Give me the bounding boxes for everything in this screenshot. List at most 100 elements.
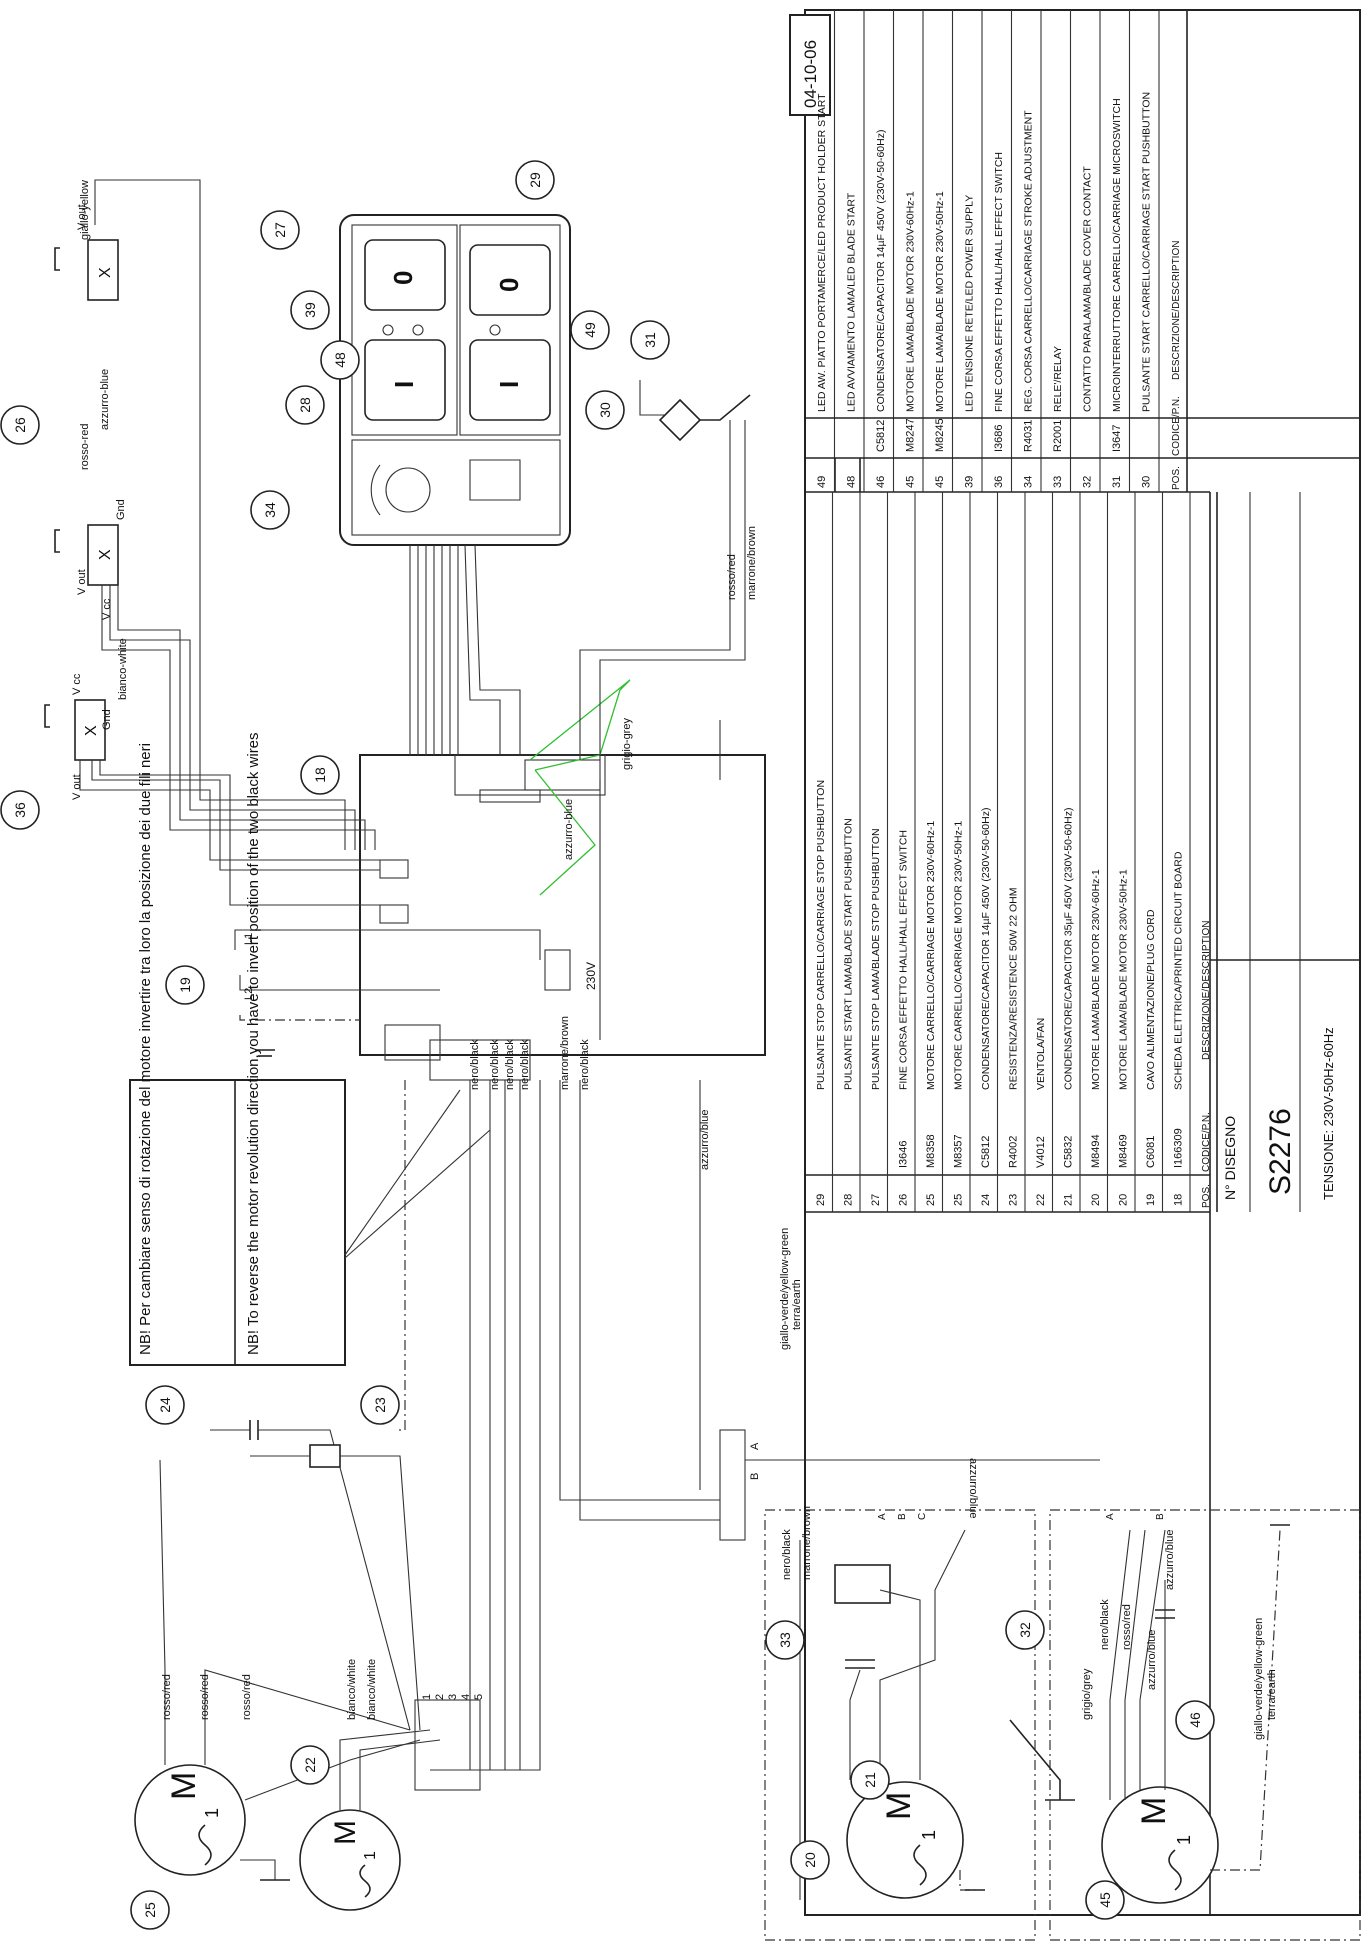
- nero-black-1: nero/black: [469, 1039, 481, 1090]
- earth-45b: terra/earth: [1266, 1669, 1278, 1720]
- callout-49: [570, 310, 610, 350]
- lower-table-row-code: V4012: [1035, 1136, 1047, 1168]
- lower-table-row-desc: RESISTENZA/RESISTENCE 50W 22 OHM: [1008, 888, 1020, 1090]
- callout-33-label: 33: [777, 1632, 793, 1648]
- callout-22: [290, 1745, 330, 1785]
- hall-sensor-26: X X giallo-yellow rosso-red azzurro-blue…: [54, 179, 376, 850]
- upper-table-row-code: I3686: [993, 424, 1005, 452]
- upper-table-row-pos: 45: [934, 476, 946, 488]
- term-a-20: A: [877, 1513, 888, 1520]
- callout-36: [0, 790, 40, 830]
- capacitor-24-resistor-23: [210, 1420, 421, 1731]
- azzurro-blue-45b: azzurro/blue: [1164, 1529, 1176, 1590]
- giallo-yellow-label: giallo-yellow: [79, 180, 91, 240]
- lower-table-row-desc: MOTORE CARRELLO/CARRIAGE MOTOR 230V-60Hz…: [925, 821, 937, 1090]
- upper-table-row-desc: CONDENSATORE/CAPACITOR 14µF 450V (230V-5…: [875, 130, 887, 412]
- callout-29: [515, 160, 555, 200]
- callout-45: [1085, 1880, 1125, 1920]
- drawing-no: S2276: [1264, 1108, 1297, 1195]
- lower-table-row-code: C6081: [1145, 1136, 1157, 1168]
- upper-table-row-pos: 32: [1082, 476, 1094, 488]
- upper-table-row-pos: 33: [1052, 476, 1064, 488]
- upper-table-row-desc: PULSANTE START CARRELLO/CARRIAGE START P…: [1141, 92, 1153, 412]
- marrone-brown-1: marrone/brown: [559, 1016, 571, 1090]
- upper-table-row-code: M8245: [934, 418, 946, 452]
- carriage-stop-button[interactable]: [469, 244, 551, 316]
- blade-start-button[interactable]: [364, 339, 446, 421]
- callout-32-label: 32: [1017, 1622, 1033, 1638]
- control-panel: 0 I 0 I: [339, 214, 571, 546]
- led-blade: [412, 324, 424, 336]
- lower-table-row-pos: 20: [1118, 1194, 1130, 1206]
- upper-table-row-code: I3647: [1111, 424, 1123, 452]
- note-english: NB! To reverse the motor revolution dire…: [245, 732, 262, 1355]
- lower-table-row-pos: 25: [925, 1194, 937, 1206]
- nero-black-5: nero/black: [579, 1039, 591, 1090]
- upper-table-row-pos: 45: [905, 476, 917, 488]
- carriage-start-button[interactable]: [469, 339, 551, 421]
- notes-box: NB! Per cambiare senso di rotazione del …: [129, 732, 491, 1366]
- led-carriage: [489, 324, 501, 336]
- callout-29-label: 29: [527, 172, 543, 188]
- bianco-white-22a: bianco/white: [346, 1659, 358, 1720]
- callout-20: [790, 1840, 830, 1880]
- callout-23: [360, 1385, 400, 1425]
- upper-table-row-code: C5812: [875, 420, 887, 452]
- callout-30-label: 30: [597, 402, 613, 418]
- upper-table-header-desc: DESCRIZIONE/DESCRIPTION: [1171, 241, 1182, 380]
- option-box-45: M 1 grigio/grey nero/black rosso/red azz…: [1049, 1509, 1361, 1941]
- lower-table-row-desc: PULSANTE STOP LAMA/BLADE STOP PUSHBUTTON: [870, 828, 882, 1090]
- lower-table-row-pos: 20: [1090, 1194, 1102, 1206]
- led-power: [382, 324, 394, 336]
- upper-table-row-desc: REG. CORSA CARRELLO/CARRIAGE STROKE ADJU…: [1023, 110, 1035, 412]
- callout-18: [300, 755, 340, 795]
- pcb-230v-label: 230V: [584, 962, 598, 990]
- plug-cord-19: L1 L2: [234, 929, 571, 1057]
- callout-34-label: 34: [262, 502, 278, 518]
- nero-black-2: nero/black: [489, 1039, 501, 1090]
- upper-table-row-code: R2001: [1052, 420, 1064, 452]
- lower-table-row-pos: 28: [843, 1194, 855, 1206]
- callout-19-label: 19: [177, 977, 193, 993]
- lower-table-row-pos: 25: [953, 1194, 965, 1206]
- lower-table-row-code: M8358: [925, 1134, 937, 1168]
- plug-l1-label: L1: [243, 933, 255, 945]
- azzurro-blue-main: azzurro/blue: [699, 1109, 711, 1170]
- title-block: N° DISEGNO S2276 TENSIONE: 230V-50Hz-60H…: [1209, 492, 1360, 1915]
- term-c-20: C: [917, 1513, 928, 1520]
- lower-table-row-desc: CONDENSATORE/CAPACITOR 14µF 450V (230V-5…: [980, 808, 992, 1090]
- fan-motor-22: M 1 bianco/white bianco/white: [299, 1659, 441, 1911]
- upper-table-row-pos: 30: [1141, 476, 1153, 488]
- upper-table-row-desc: MOTORE LAMA/BLADE MOTOR 230V-60Hz-1: [905, 191, 917, 412]
- motor-20-1: 1: [919, 1830, 939, 1840]
- lower-table-row-desc: PULSANTE START LAMA/BLADE START PUSHBUTT…: [843, 818, 855, 1090]
- lower-table-row-pos: 24: [980, 1194, 992, 1206]
- upper-table-row-pos: 31: [1111, 476, 1123, 488]
- callout-24: [145, 1385, 185, 1425]
- motor-22-m: M: [329, 1820, 362, 1845]
- callout-23-label: 23: [372, 1397, 388, 1413]
- upper-table-row-code: R4031: [1023, 420, 1035, 452]
- drawing-no-label: N° DISEGNO: [1222, 1116, 1238, 1200]
- date-box: [789, 14, 831, 116]
- plug-l2-label: L2: [243, 988, 255, 1000]
- callout-46: [1175, 1700, 1215, 1740]
- nero-black-3: nero/black: [504, 1039, 516, 1090]
- lower-table-row-code: C5832: [1063, 1136, 1075, 1168]
- lower-table-row-code: M8357: [953, 1134, 965, 1168]
- carriage-motor-25: M 1 rosso/red rosso/red rosso/red: [134, 1459, 421, 1881]
- blade-stop-button[interactable]: [364, 239, 446, 311]
- stroke-adjust-knob[interactable]: [385, 467, 431, 513]
- bianco-white-label: bianco-white: [117, 638, 129, 700]
- lower-table-row-pos: 26: [898, 1194, 910, 1206]
- term-b-label: B: [749, 1473, 761, 1480]
- term-b-20: B: [897, 1513, 908, 1520]
- upper-table-row-desc: MOTORE LAMA/BLADE MOTOR 230V-50Hz-1: [934, 191, 946, 412]
- lower-table-row-desc: FINE CORSA EFFETTO HALL/HALL EFFECT SWIT…: [898, 830, 910, 1090]
- motor-45-1: 1: [1174, 1835, 1194, 1845]
- sheet-frame: [804, 9, 1361, 1916]
- lower-table-row-code: C5812: [980, 1136, 992, 1168]
